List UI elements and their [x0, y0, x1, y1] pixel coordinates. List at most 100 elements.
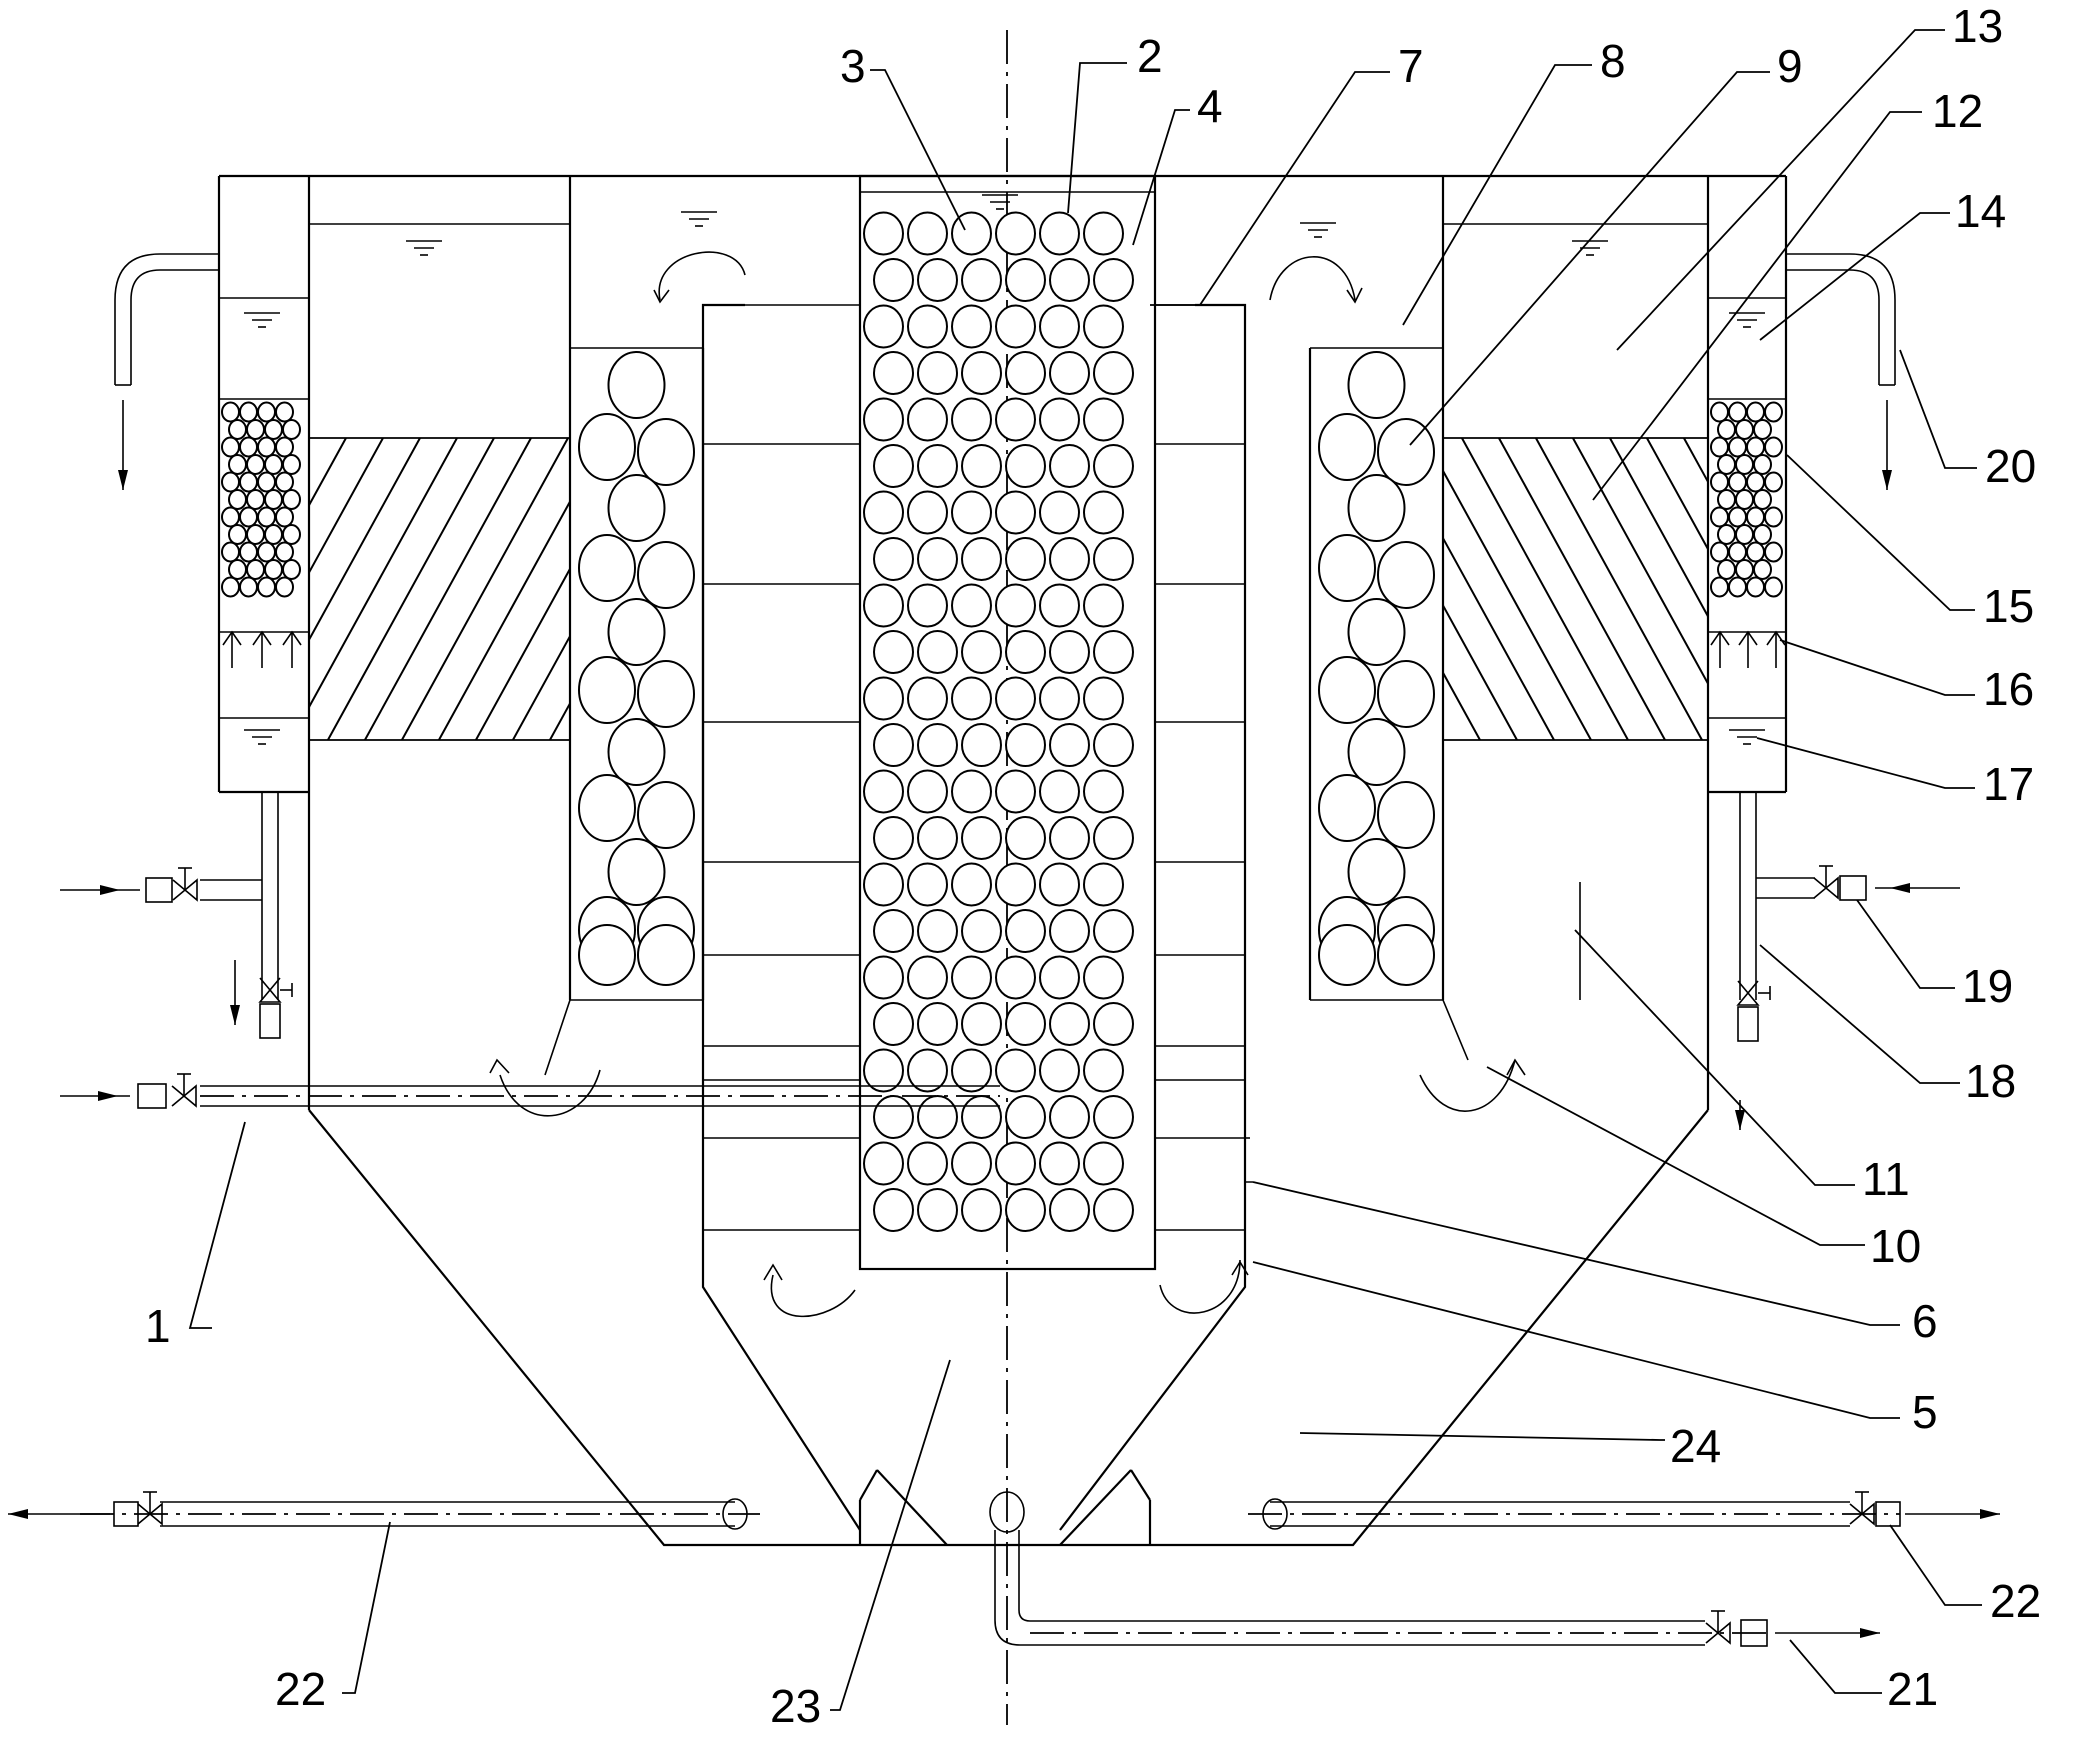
center-packing-ball — [951, 955, 992, 1000]
arrow — [1980, 1509, 2000, 1519]
leader-14 — [1759, 212, 1950, 341]
center-packing-ball — [907, 397, 948, 442]
center-packing-ball — [1093, 909, 1134, 953]
bottom-hopper — [308, 882, 1709, 1547]
leader-23 — [830, 1359, 951, 1711]
center-packing-ball — [1093, 816, 1134, 860]
small-packing-ball — [246, 524, 265, 545]
center-packing-ball — [917, 444, 958, 488]
leader-22a — [342, 1521, 391, 1694]
small-packing-ball — [257, 436, 276, 458]
center-packing-ball — [995, 397, 1036, 442]
label-7: 7 — [1398, 40, 1424, 92]
small-packing-ball — [1746, 576, 1765, 598]
center-packing-ball — [951, 490, 992, 535]
flange — [145, 877, 173, 903]
center-packing-ball — [1039, 211, 1080, 256]
left-inclined-tube-settler — [308, 437, 571, 741]
center-packing-ball — [1005, 816, 1046, 860]
center-packing-ball — [1039, 1048, 1080, 1093]
small-packing-ball — [1753, 559, 1772, 580]
center-packing-ball — [1049, 537, 1090, 581]
arrow — [230, 1005, 240, 1025]
flow-curve-head — [653, 289, 670, 304]
right-ball-column — [1308, 176, 1445, 1001]
hatch-line — [1609, 437, 1709, 617]
center-packing-ball — [907, 769, 948, 814]
center-packing-ball — [873, 816, 914, 860]
center-drain-pipe — [994, 1530, 1705, 1646]
hatch-line — [1442, 470, 1592, 741]
small-packing-ball — [282, 419, 301, 440]
flow-curve-head — [1506, 1058, 1526, 1076]
center-packing-ball — [951, 1048, 992, 1093]
flow-curve — [499, 1069, 601, 1117]
center-packing-ball — [917, 1002, 958, 1046]
center-packing-ball — [863, 955, 904, 1000]
center-packing-ball — [1093, 537, 1134, 581]
hatch-line — [1572, 437, 1709, 685]
flow-curve-head — [489, 1058, 510, 1074]
label-2: 2 — [1137, 30, 1163, 82]
small-packing-ball — [1764, 576, 1783, 598]
large-ball — [607, 474, 666, 542]
small-packing-ball — [1753, 489, 1772, 510]
leader-1 — [188, 1121, 246, 1329]
large-ball — [1347, 474, 1406, 542]
left-side-tank — [217, 176, 311, 1110]
center-packing-ball — [863, 676, 904, 721]
center-drain-pipe — [1018, 1530, 1705, 1622]
center-packing-ball — [873, 444, 914, 488]
small-packing-ball — [1728, 436, 1747, 458]
flow-curve — [1419, 1059, 1516, 1112]
center-packing-ball — [1049, 723, 1090, 767]
center-packing-ball — [1049, 1002, 1090, 1046]
arrow — [100, 885, 120, 895]
arrow — [1860, 1628, 1880, 1638]
center-packing-ball — [1083, 397, 1124, 442]
inlet-arrow — [98, 1091, 118, 1101]
center-packing-ball — [1005, 258, 1046, 302]
label-22a: 22 — [275, 1663, 326, 1715]
flange — [1740, 1619, 1768, 1647]
large-ball — [578, 534, 636, 602]
hatch-line — [1535, 437, 1703, 741]
label-24: 24 — [1670, 1420, 1721, 1472]
small-packing-ball — [1746, 436, 1765, 458]
right-side-flow-arrows — [1710, 630, 1786, 668]
label-19: 19 — [1962, 960, 2013, 1012]
center-packing-ball — [907, 955, 948, 1000]
center-packing-ball — [951, 676, 992, 721]
large-ball — [1318, 413, 1376, 481]
small-packing-ball — [1717, 489, 1736, 510]
center-packing-ball — [1083, 955, 1124, 1000]
flange — [113, 1501, 139, 1527]
center-packing-ball — [1039, 490, 1080, 535]
center-packing-ball — [995, 955, 1036, 1000]
center-packing-ball — [863, 397, 904, 442]
center-packing-ball — [995, 490, 1036, 535]
large-ball — [578, 413, 636, 481]
center-packing-ball — [951, 769, 992, 814]
large-ball — [1318, 774, 1376, 842]
overflow-bend-right — [1786, 253, 1896, 385]
leader-5 — [1252, 1261, 1900, 1419]
small-packing-ball — [1746, 541, 1765, 563]
center-packing-ball — [1083, 583, 1124, 628]
center-packing-ball — [951, 1141, 992, 1186]
center-packing-ball — [995, 1048, 1036, 1093]
leader-3 — [870, 69, 966, 231]
small-packing-ball — [275, 436, 294, 458]
small-packing-ball — [246, 419, 265, 440]
center-packing-ball — [1093, 630, 1134, 674]
small-packing-ball — [1753, 419, 1772, 440]
small-packing-ball — [1710, 506, 1729, 528]
center-packing-ball — [863, 583, 904, 628]
center-packing-ball — [1005, 1002, 1046, 1046]
label-13: 13 — [1952, 0, 2003, 52]
center-packing-ball — [1083, 769, 1124, 814]
small-packing-ball — [1764, 471, 1783, 493]
center-packing-ball — [1093, 723, 1134, 767]
large-ball — [1377, 781, 1435, 849]
